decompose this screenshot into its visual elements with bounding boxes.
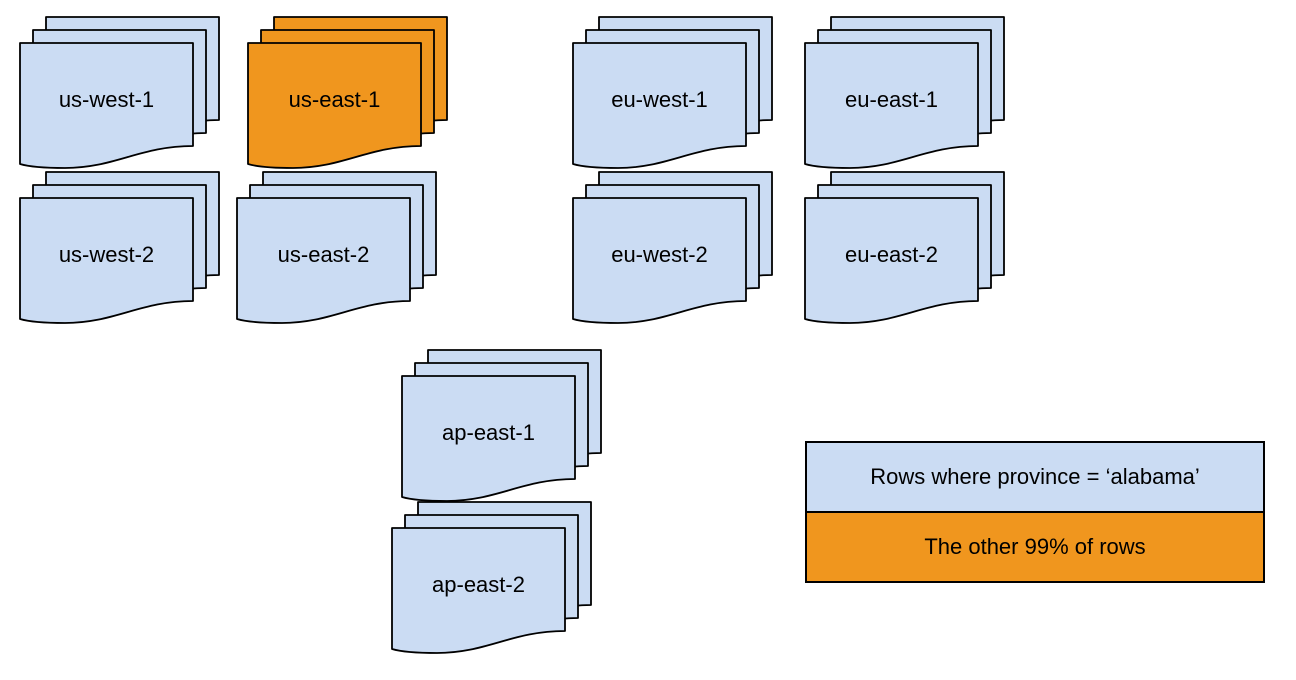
region-label: us-west-1 <box>58 87 155 112</box>
region-label: ap-east-1 <box>442 420 535 445</box>
legend-item-alabama-rows: Rows where province = ‘alabama’ <box>807 443 1263 513</box>
region-label: eu-east-1 <box>845 87 938 112</box>
region-stack-ap-east-1: ap-east-1 <box>401 349 602 502</box>
document-stack-icon <box>19 171 220 324</box>
region-label: ap-east-2 <box>432 572 525 597</box>
region-stack-ap-east-2: ap-east-2 <box>391 501 592 654</box>
document-stack-icon <box>804 16 1005 169</box>
region-stack-eu-west-2: eu-west-2 <box>572 171 773 324</box>
legend-item-other-rows: The other 99% of rows <box>807 513 1263 581</box>
region-stack-eu-west-1: eu-west-1 <box>572 16 773 169</box>
legend: Rows where province = ‘alabama’ The othe… <box>805 441 1265 583</box>
region-stack-eu-east-1: eu-east-1 <box>804 16 1005 169</box>
region-stack-us-west-2: us-west-2 <box>19 171 220 324</box>
document-stack-icon <box>572 16 773 169</box>
region-label: eu-west-2 <box>611 242 708 267</box>
document-stack-icon <box>804 171 1005 324</box>
document-stack-icon <box>401 349 602 502</box>
region-label: us-east-2 <box>277 242 370 267</box>
region-label: us-east-1 <box>288 87 381 112</box>
region-label: us-west-2 <box>58 242 155 267</box>
region-stack-us-west-1: us-west-1 <box>19 16 220 169</box>
document-stack-icon <box>391 501 592 654</box>
region-stack-us-east-2: us-east-2 <box>236 171 437 324</box>
region-label: eu-west-1 <box>611 87 708 112</box>
legend-label: Rows where province = ‘alabama’ <box>870 464 1200 489</box>
region-label: eu-east-2 <box>845 242 938 267</box>
document-stack-icon <box>247 16 448 169</box>
region-stack-us-east-1: us-east-1 <box>247 16 448 169</box>
document-stack-icon <box>19 16 220 169</box>
document-stack-icon <box>236 171 437 324</box>
document-stack-icon <box>572 171 773 324</box>
region-stack-eu-east-2: eu-east-2 <box>804 171 1005 324</box>
legend-label: The other 99% of rows <box>924 534 1146 559</box>
